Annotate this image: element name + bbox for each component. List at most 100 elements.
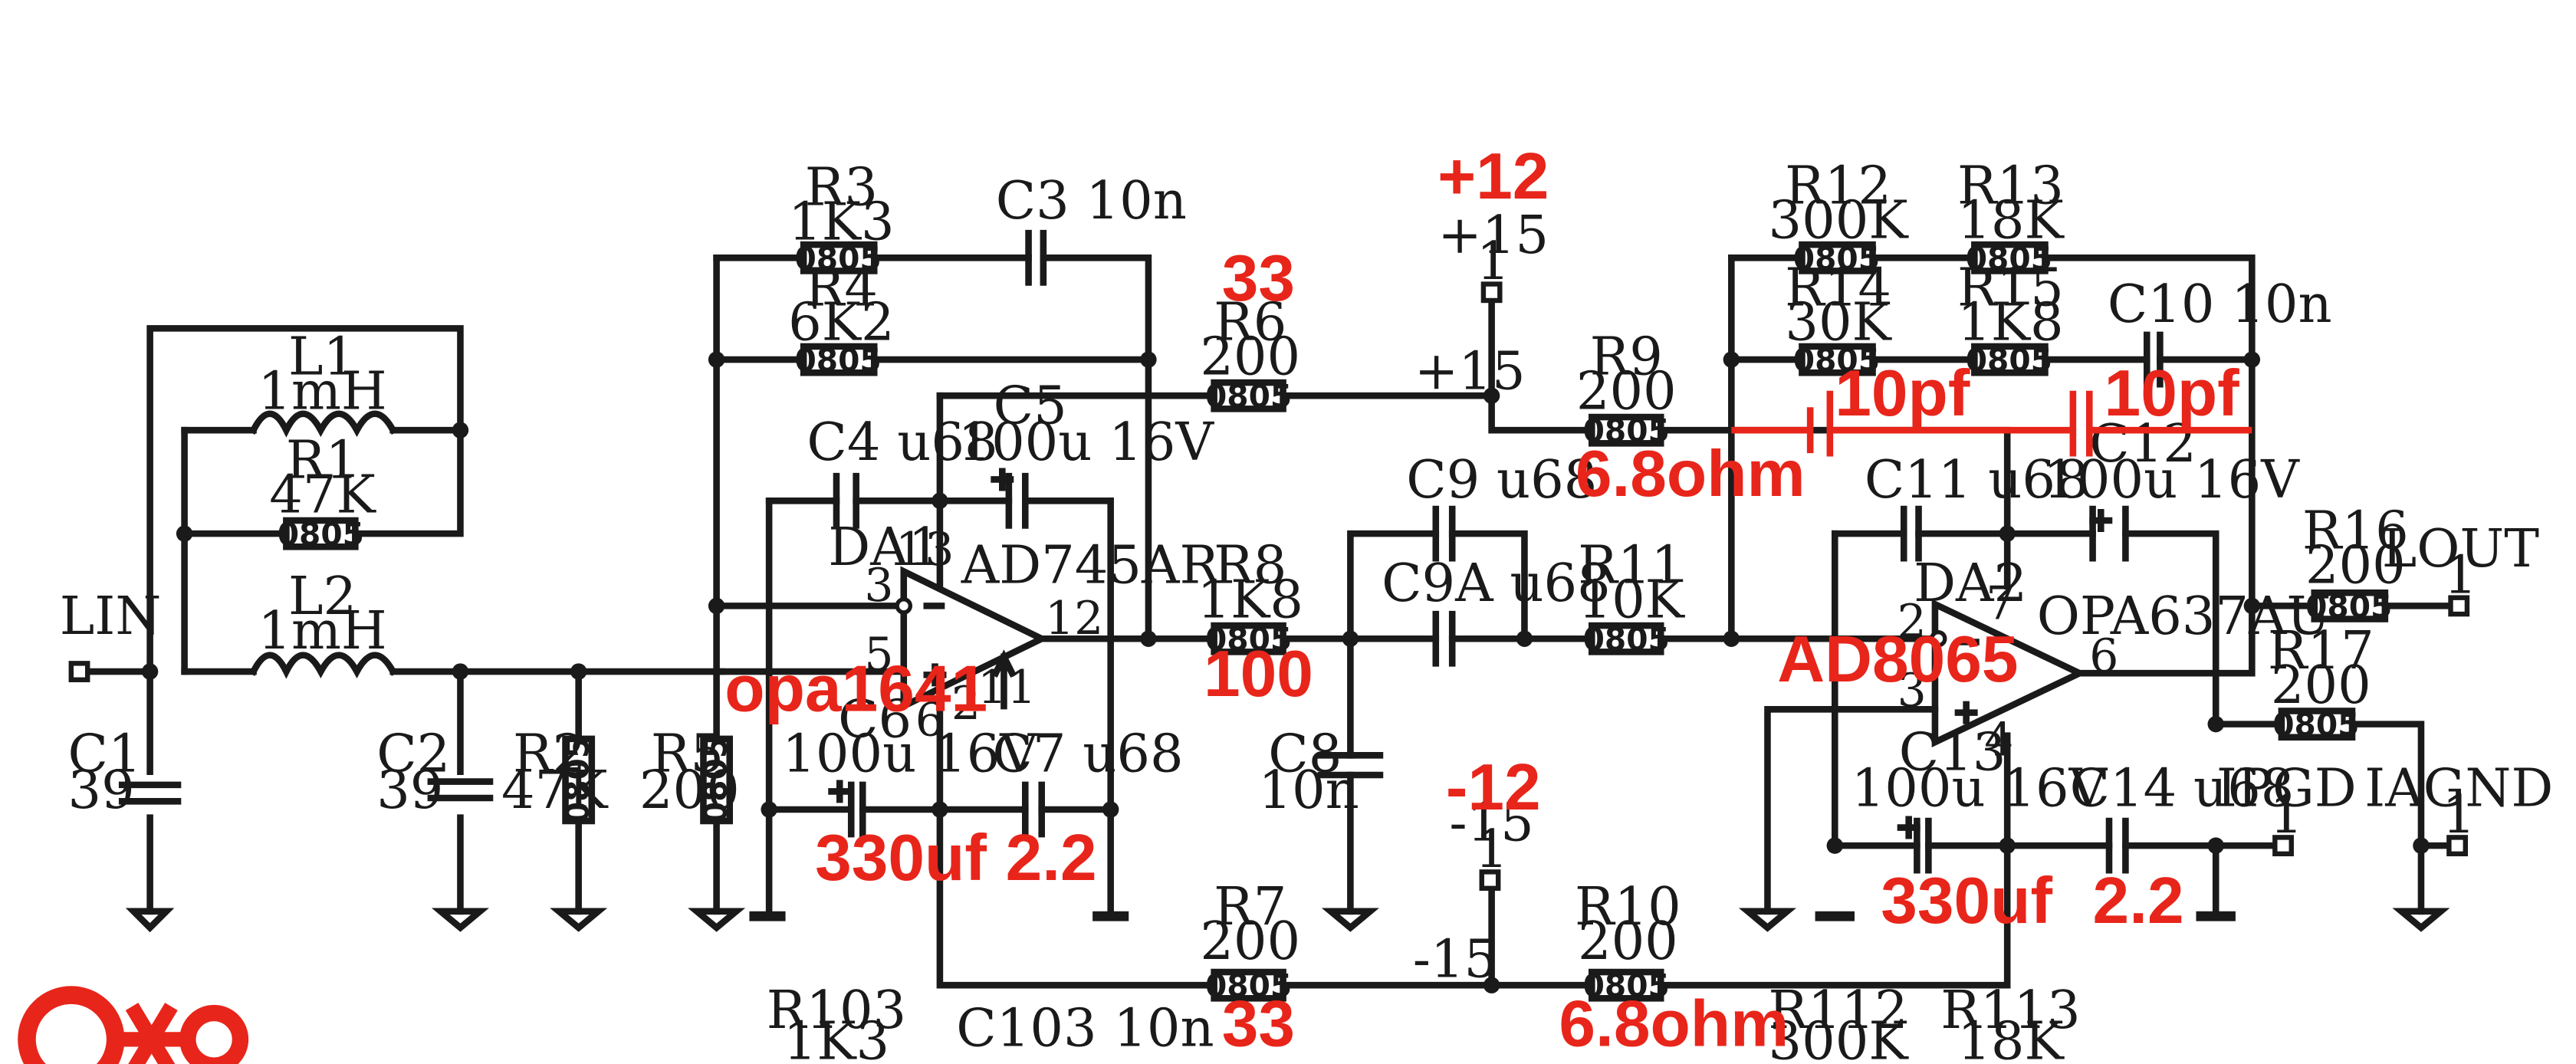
capacitor-c8 — [1317, 752, 1384, 779]
pkg-r12: 0805 — [1793, 240, 1880, 277]
label-c12: C12 — [2089, 413, 2196, 475]
label-l2: L2 — [288, 566, 356, 627]
terminal-lin — [68, 661, 90, 682]
label-r17-value: 200 — [2271, 655, 2371, 716]
label-r112: R112 — [1768, 980, 1907, 1041]
logo-icon — [18, 986, 249, 1064]
label-da2: DA2 — [1914, 553, 2027, 614]
label-r4-value: 6K2 — [788, 291, 894, 353]
resistor-r14 — [1799, 343, 1876, 376]
label-r14-value: 30K — [1785, 291, 1892, 353]
wires — [86, 255, 2458, 989]
label-r103: R103 — [767, 980, 906, 1041]
pkg-r17: 0805 — [2272, 707, 2359, 744]
capacitor-c11 — [1900, 505, 1922, 562]
label-ipgd-pin: 1 — [2270, 784, 2304, 846]
label-r6-value: 200 — [1200, 326, 1300, 387]
label-r13: R13 — [1957, 156, 2064, 217]
label-iagnd-pin: 1 — [2442, 784, 2476, 846]
label-r3-value: 1K3 — [788, 192, 894, 253]
label-l1-value: 1mH — [258, 360, 386, 422]
capacitors — [118, 229, 2164, 874]
label-r14: R14 — [1785, 257, 1891, 318]
power-ground-icon — [749, 911, 786, 921]
pkg-r6: 0805 — [1205, 378, 1292, 415]
label-opa637au: OPA637AU — [2037, 586, 2331, 647]
ground-icon — [125, 908, 175, 933]
label-minus15-net: -15 — [1413, 928, 1497, 990]
ground-symbols — [125, 908, 2450, 933]
label-r6: R6 — [1214, 291, 1286, 353]
label-r112-value: 300K — [1769, 1011, 1910, 1064]
label-c5: C5 — [994, 376, 1067, 437]
label-r5: R5 — [651, 724, 724, 785]
label-r10: R10 — [1575, 876, 1681, 938]
annotation-330uf-right: 330uf — [1881, 864, 2052, 938]
annotation-ad8065: AD8065 — [1777, 622, 2018, 696]
pin-3-da2: 3 — [1898, 664, 1927, 718]
annotation-r6-33: 33 — [1222, 241, 1295, 315]
label-r7-value: 200 — [1200, 911, 1300, 972]
pin-4: 4 — [1984, 713, 2013, 767]
label-c6: C6 — [838, 689, 912, 750]
label-c8: C8 — [1268, 724, 1342, 785]
label-r113: R113 — [1940, 980, 2080, 1041]
power-ground-icon — [2196, 911, 2236, 921]
ground-icon — [688, 908, 746, 932]
inductor-l2 — [248, 652, 398, 679]
label-c6-value: 100u 16V — [782, 724, 1039, 785]
label-c13: C13 — [1899, 722, 2006, 783]
resistor-r10 — [1588, 968, 1664, 1002]
annotation-opa1641: opa1641 — [724, 652, 987, 725]
resistor-r16 — [2311, 589, 2389, 622]
label-plus15: +15 — [1438, 205, 1549, 266]
label-r8-value: 1K8 — [1198, 569, 1303, 630]
label-r113-value: 18K — [1957, 1011, 2065, 1064]
annotation-10pf-right: 10pf — [2104, 356, 2240, 430]
terminal-iagnd — [2446, 835, 2469, 857]
label-c103: C103 10n — [956, 997, 1214, 1059]
resistor-r3 — [800, 241, 878, 274]
label-r13-value: 18K — [1957, 190, 2065, 251]
label-minus15: -15 — [1449, 793, 1533, 854]
label-c1: C1 — [68, 724, 142, 785]
annotation-plus12: +12 — [1438, 140, 1549, 213]
label-r17: R17 — [2268, 620, 2374, 681]
label-c2: C2 — [376, 724, 450, 785]
label-minus15-pin: 1 — [1475, 819, 1509, 880]
pin-13: 13 — [895, 523, 954, 576]
resistor-r8 — [1211, 622, 1286, 655]
pkg-r1: 0805 — [278, 516, 364, 553]
pin-2-da2: 2 — [1898, 595, 1927, 649]
pkg-r7: 0805 — [1205, 967, 1292, 1004]
label-r12: R12 — [1785, 156, 1891, 217]
label-r2: R2 — [513, 724, 586, 785]
ground-icon — [550, 908, 608, 932]
package-labels: 0805 0805 0805 0805 0805 0805 0805 0805 … — [278, 240, 2393, 1004]
label-r3: R3 — [805, 157, 878, 218]
label-c4: C4 u68 — [807, 412, 997, 473]
pkg-r16: 0805 — [2305, 588, 2392, 625]
ground-icon — [1738, 908, 1796, 932]
label-c9a: C9A u68 — [1382, 553, 1611, 614]
label-r16: R16 — [2302, 500, 2409, 561]
ground-icon — [1321, 908, 1379, 932]
pin-3: 3 — [864, 559, 893, 612]
pkg-r13: 0805 — [1966, 240, 2052, 277]
power-ground-icon — [1092, 911, 1129, 921]
terminal-plus15 — [1480, 281, 1503, 304]
label-iagnd: IAGND — [2364, 758, 2553, 819]
resistor-r4 — [800, 343, 878, 376]
annotation-r10-6-8ohm: 6.8ohm — [1559, 987, 1789, 1060]
pkg-r11: 0805 — [1583, 621, 1670, 658]
label-c13-value: 100u 16V — [1852, 758, 2108, 819]
label-r4: R4 — [805, 257, 878, 318]
resistor-r5 — [700, 735, 734, 825]
label-l1: L1 — [288, 326, 356, 387]
label-r15-value: 1K8 — [1957, 291, 2063, 353]
capacitor-c9a — [1432, 610, 1456, 667]
resistors — [283, 241, 2389, 1002]
label-plus15-net: +15 — [1414, 341, 1526, 402]
annotation-330uf-left: 330uf — [815, 821, 987, 895]
